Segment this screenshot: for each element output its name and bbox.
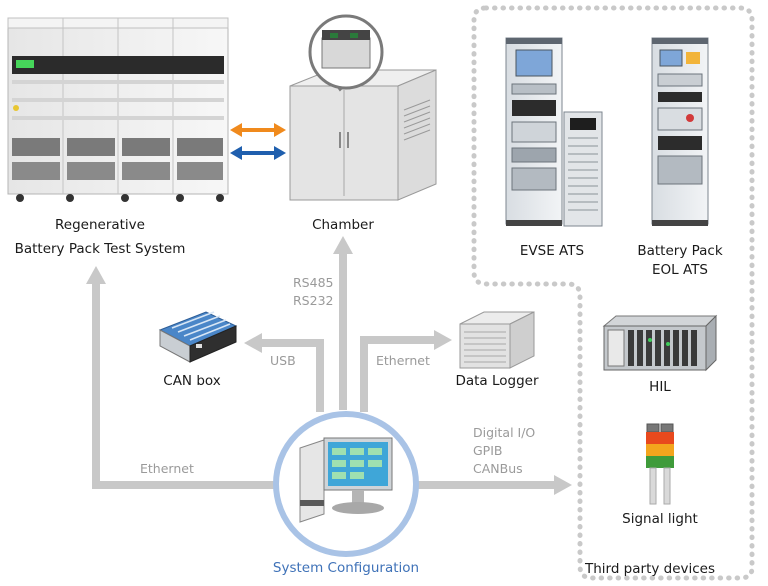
arrowhead-third-party (554, 475, 572, 495)
regen-chamber-arrows (230, 123, 286, 160)
regenerative-label: Regenerative Battery Pack Test System (0, 216, 200, 259)
ethernet-logger-line (360, 336, 436, 412)
arrowhead-canbox (244, 333, 262, 353)
data-logger-image (459, 311, 535, 369)
gpib-label: GPIB (473, 443, 503, 458)
canbus-label: CANBus (473, 461, 523, 476)
chamber-image (289, 14, 437, 201)
ethernet-regen-line (92, 280, 280, 489)
ethernet-logger-label: Ethernet (376, 353, 430, 368)
arrowhead-chamber (333, 236, 353, 254)
connector-lines (92, 248, 556, 489)
ethernet-regen-label: Ethernet (140, 461, 194, 476)
arrowhead-logger (434, 330, 452, 350)
battery-eol-label-line1: Battery Pack (637, 243, 723, 259)
third-party-group-border (471, 5, 755, 581)
signal-light-label: Signal light (622, 511, 698, 527)
connector-arrowheads (86, 236, 572, 495)
usb-line (262, 339, 324, 412)
evse-ats-image (505, 37, 603, 227)
regenerative-label-line2: Battery Pack Test System (14, 241, 186, 257)
system-configuration-label: System Configuration (272, 560, 420, 576)
hil-label: HIL (649, 379, 671, 395)
arrowhead-regen (86, 266, 106, 284)
rs485-label: RS485 (293, 275, 334, 290)
hil-image (602, 314, 718, 372)
signal-light-image (646, 423, 674, 505)
usb-label: USB (270, 353, 296, 368)
battery-eol-label-line2: EOL ATS (652, 262, 708, 278)
battery-eol-label: Battery Pack EOL ATS (630, 242, 730, 280)
can-box-label: CAN box (163, 373, 221, 389)
rs232-label: RS232 (293, 293, 334, 308)
digital-io-label: Digital I/O (473, 425, 536, 440)
battery-eol-ats-image (651, 37, 709, 226)
regenerative-label-line1: Regenerative (55, 217, 145, 233)
system-configuration-image (273, 411, 419, 557)
chamber-label: Chamber (312, 217, 374, 233)
data-logger-label: Data Logger (455, 373, 539, 389)
can-box-image (158, 311, 238, 363)
regenerative-test-system-image (7, 17, 229, 202)
third-party-label: Third party devices (584, 561, 716, 577)
evse-ats-label: EVSE ATS (519, 243, 585, 259)
